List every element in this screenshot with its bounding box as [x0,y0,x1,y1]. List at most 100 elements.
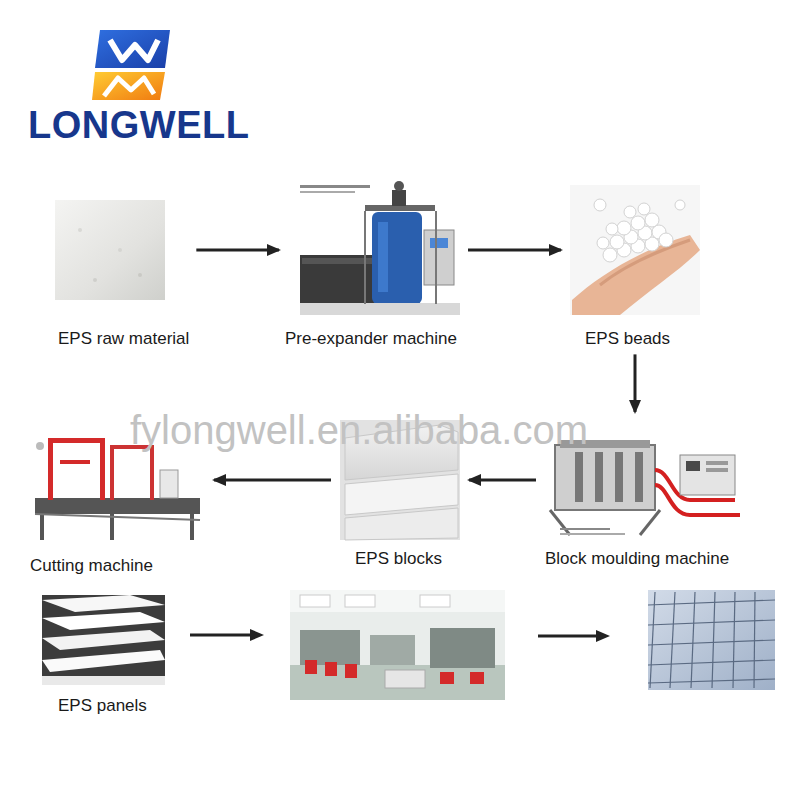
raw-material-photo-part [118,248,122,252]
beads-photo-part-part [645,213,659,227]
cutting-machine-photo-part [48,438,105,443]
cutting-machine-photo-part [110,514,114,540]
production-line-photo-part [440,672,454,684]
beads-photo-part-part [597,237,609,249]
production-line-photo-part [290,665,505,700]
mesh-panel-photo-part-part [712,592,715,688]
cutting-machine-photo-part [36,442,44,450]
mesh-panel-photo-part-part [733,592,735,688]
block-moulding-photo-part [706,461,728,465]
production-line-photo-part [290,590,505,700]
panels-photo-part [42,630,165,650]
production-line-photo [290,590,505,700]
beads-photo-part [570,185,700,315]
production-line-photo-part [325,662,337,676]
block-moulding-photo-part [550,510,570,535]
raw-material-photo [55,200,165,300]
production-line-photo-part [290,590,505,612]
process-step: EPS beads [565,180,705,351]
cutting-machine-photo-part [150,445,154,500]
pre-expander-photo-part [378,222,388,292]
production-line-photo-part [345,595,375,607]
beads-photo-part-part [659,233,673,247]
production-line-photo-part [430,628,495,668]
pre-expander-photo-part [435,211,437,304]
production-line-photo-part [385,670,425,688]
flow-arrow-part [250,629,264,641]
pre-expander-photo-part [300,191,355,193]
flow-arrow [469,479,536,482]
block-moulding-photo-part [680,455,735,495]
pre-expander-photo-part [300,303,460,315]
panels-photo-part [42,595,165,685]
block-moulding-photo-part [686,461,700,471]
blocks-photo-part [345,508,458,540]
flow-arrow [468,249,561,252]
raw-material-photo-part [138,273,142,277]
mesh-panel-photo-part-part [648,620,775,625]
production-line-photo-part [300,630,360,665]
block-moulding-photo-part [615,452,623,502]
block-moulding-photo-part [560,528,610,530]
raw-material-photo-part [55,200,165,300]
logo-icon-part [104,78,154,96]
beads-photo-part [572,235,700,315]
beads-photo-part-part [675,200,685,210]
panels-photo-part [42,595,165,612]
mesh-panel-photo-part-part [648,679,775,683]
pre-expander-photo-part [424,230,454,285]
process-step: EPS raw material [50,195,192,351]
mesh-panel-photo-part-part [648,660,775,665]
step-caption: EPS raw material [58,329,189,349]
blocks-photo-part [345,474,458,515]
raw-material-photo-part [93,278,97,282]
flow-arrow [214,479,331,482]
flow-arrow [196,249,279,252]
cutting-machine-photo [35,438,200,540]
block-moulding-photo-part [640,510,660,535]
production-line-photo-part [470,672,484,684]
step-caption: Cutting machine [30,556,153,576]
beads-photo-part-part [594,199,606,211]
pre-expander-photo [300,181,460,315]
pre-expander-photo-part [364,211,366,304]
beads-photo [570,185,700,315]
beads-photo-part-part [624,206,636,218]
mesh-panel-photo-part-part [754,592,755,688]
mesh-panel-photo-part-part [648,600,775,605]
logo-text: LONGWELL [28,104,249,147]
mesh-panel-photo-part-part [691,592,695,688]
mesh-panel-photo-part [648,590,775,690]
cutting-machine-photo-part [48,440,53,500]
block-moulding-photo-part [635,452,643,502]
panels-photo-part [42,650,165,672]
logo-icon-part [110,40,158,60]
step-caption: Pre-expander machine [285,329,457,349]
mesh-panel-photo [648,590,775,690]
production-line-photo-part [300,595,330,607]
block-moulding-photo-part [560,533,625,535]
step-caption: Block moulding machine [545,549,729,569]
cutting-machine-photo-part [190,514,194,540]
block-moulding-photo-part [555,445,655,510]
block-moulding-photo-part [575,452,583,502]
logo-icon-part [95,30,170,68]
pre-expander-photo-part [430,238,448,248]
flow-arrow-part [190,634,252,637]
flow-arrow [634,354,637,412]
panels-photo-part [42,612,165,630]
cutting-machine-photo-part [35,514,200,520]
beads-photo-part-part [638,203,650,215]
production-line-photo-part [305,660,317,674]
raw-material-photo-part [78,228,82,232]
beads-photo-part-part [631,216,645,230]
cutting-machine-photo-part [100,440,105,500]
flow-arrow-part [538,635,598,638]
pre-expander-photo-part [392,190,406,206]
beads-photo-part-part [603,248,617,262]
cutting-machine-photo-part [160,470,178,498]
pre-expander-photo-part [300,185,370,188]
production-line-photo-part [370,635,415,665]
block-moulding-photo-part [706,468,728,472]
